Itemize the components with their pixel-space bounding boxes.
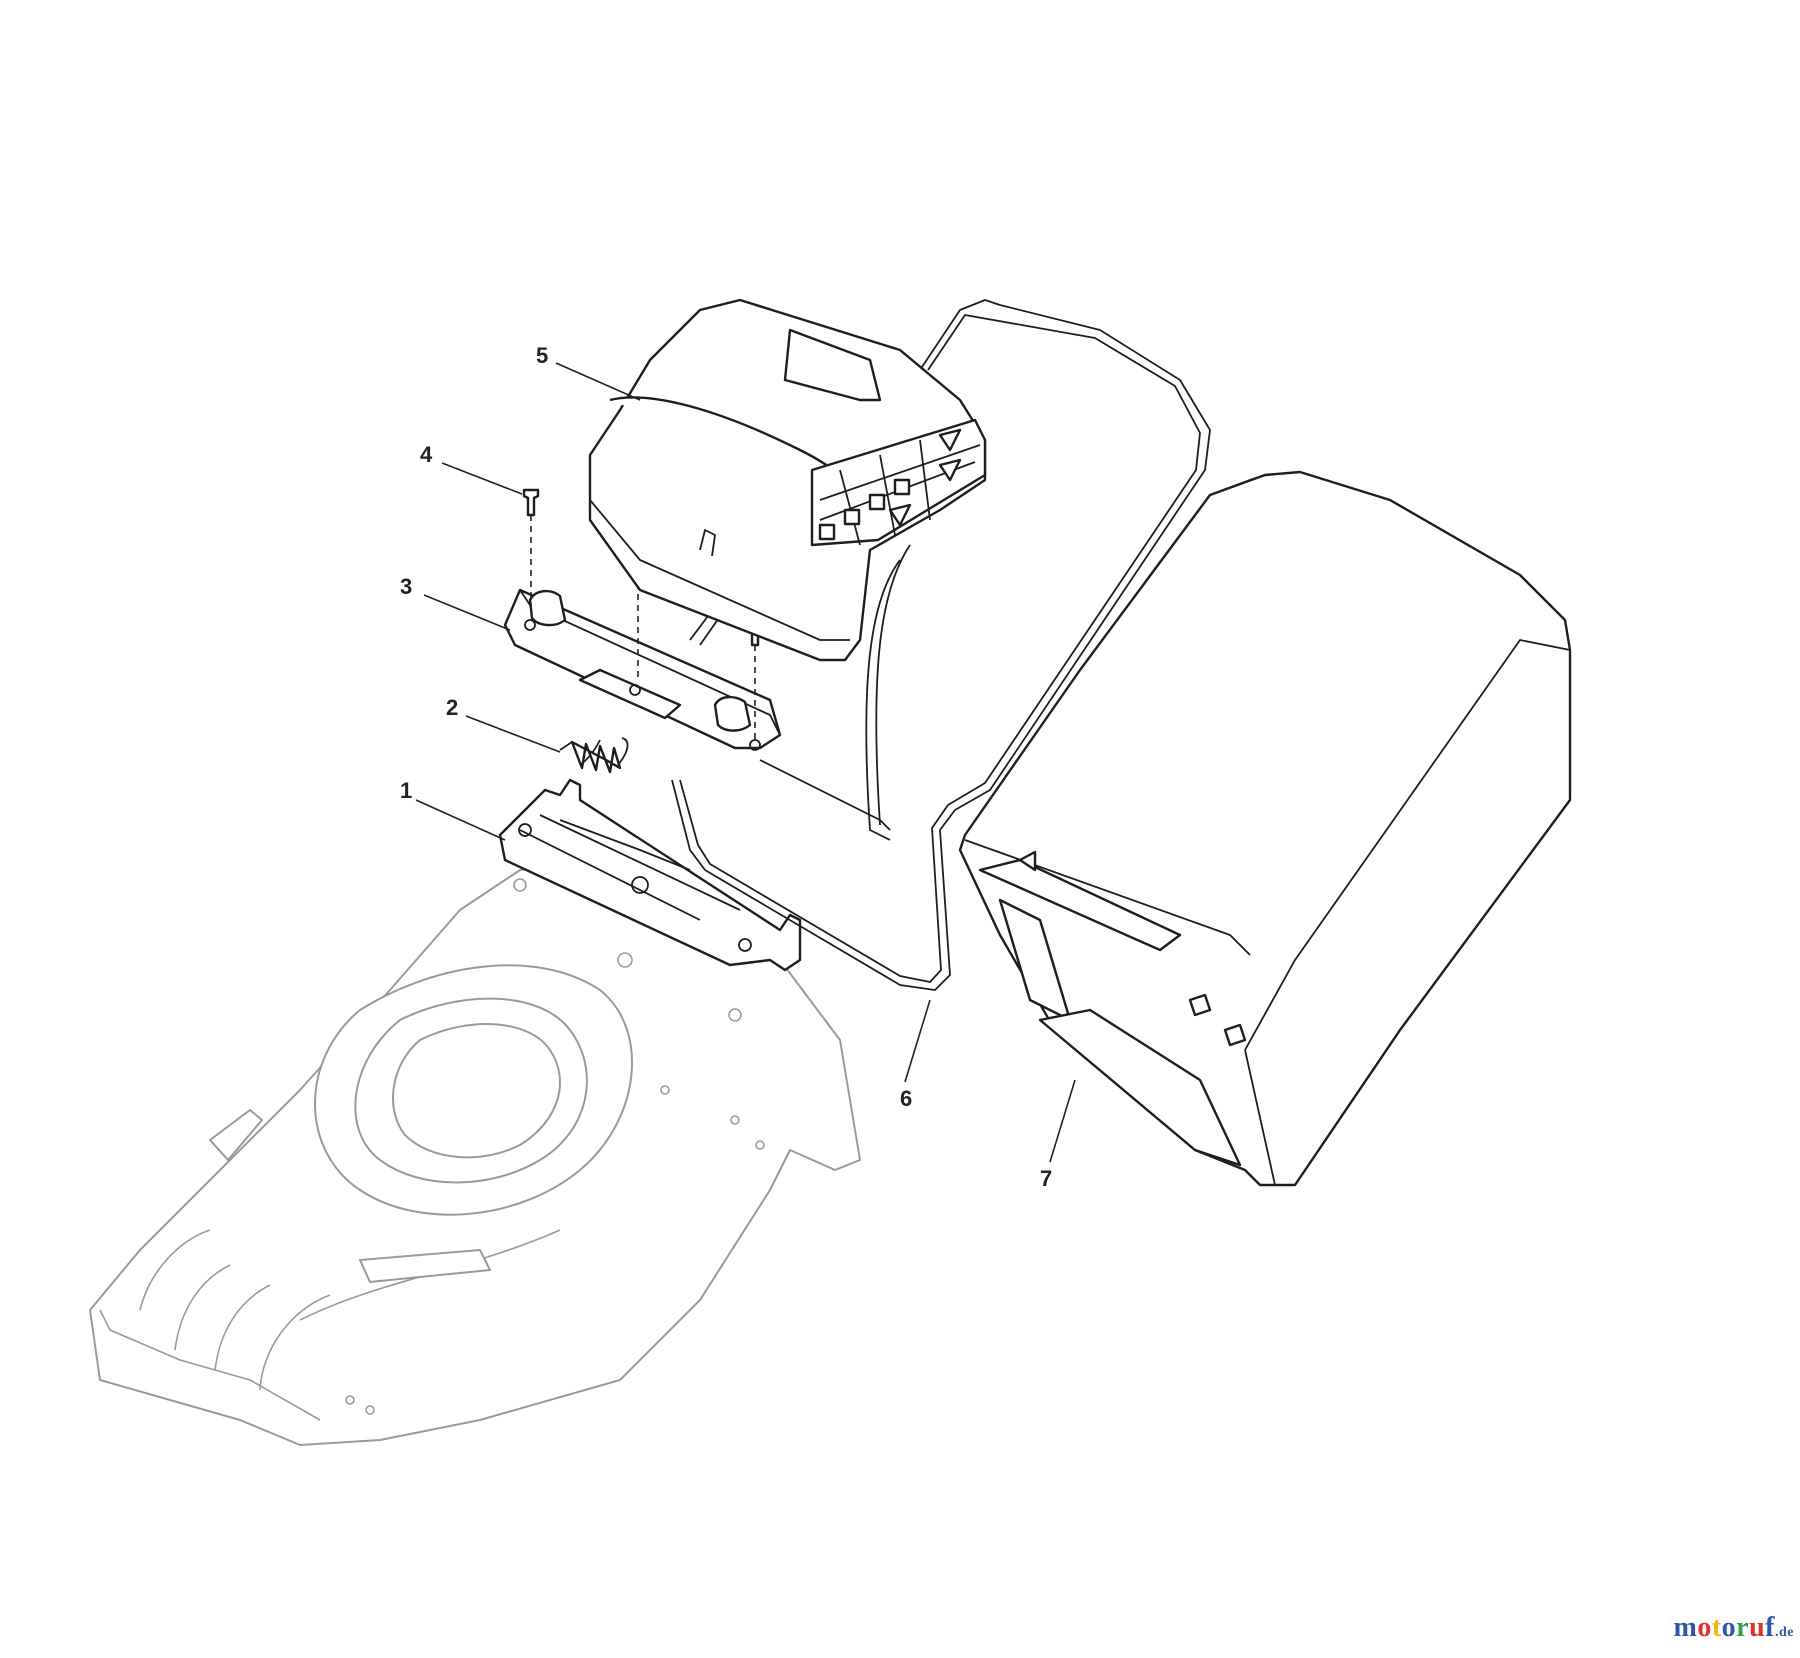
logo-tld: .de (1775, 1625, 1794, 1640)
callout-1: 1 (400, 778, 413, 803)
screw-1 (522, 488, 540, 517)
logo-letter: o (1697, 1612, 1712, 1643)
logo-letter: o (1721, 1612, 1737, 1643)
motoruf-logo: motoruf.de (1674, 1612, 1795, 1644)
callout-4: 4 (420, 442, 433, 467)
leader-6 (904, 999, 931, 1083)
logo-letter: f (1765, 1612, 1775, 1643)
logo-letter: m (1673, 1612, 1698, 1643)
hinge-bracket (498, 778, 802, 972)
catcher-frame (671, 299, 1211, 991)
leader-lines (415, 362, 1076, 1163)
callout-2: 2 (446, 695, 459, 720)
latch-handle (503, 588, 782, 751)
logo-letter: r (1736, 1612, 1750, 1643)
grass-catcher-bag (958, 470, 1572, 1187)
leader-7 (1049, 1079, 1076, 1163)
logo-letter: u (1749, 1612, 1766, 1643)
callout-6: 6 (900, 1086, 913, 1111)
leader-3 (423, 594, 511, 631)
leader-1 (415, 799, 506, 841)
logo-letter: t (1711, 1612, 1722, 1643)
leader-5 (555, 362, 641, 401)
leader-4 (441, 462, 523, 495)
callout-3: 3 (400, 574, 413, 599)
catcher-lid (588, 298, 987, 662)
torsion-spring (559, 737, 629, 774)
leader-2 (465, 715, 561, 753)
mower-deck (89, 867, 861, 1446)
callout-7: 7 (1040, 1166, 1053, 1191)
callout-5: 5 (536, 343, 549, 368)
